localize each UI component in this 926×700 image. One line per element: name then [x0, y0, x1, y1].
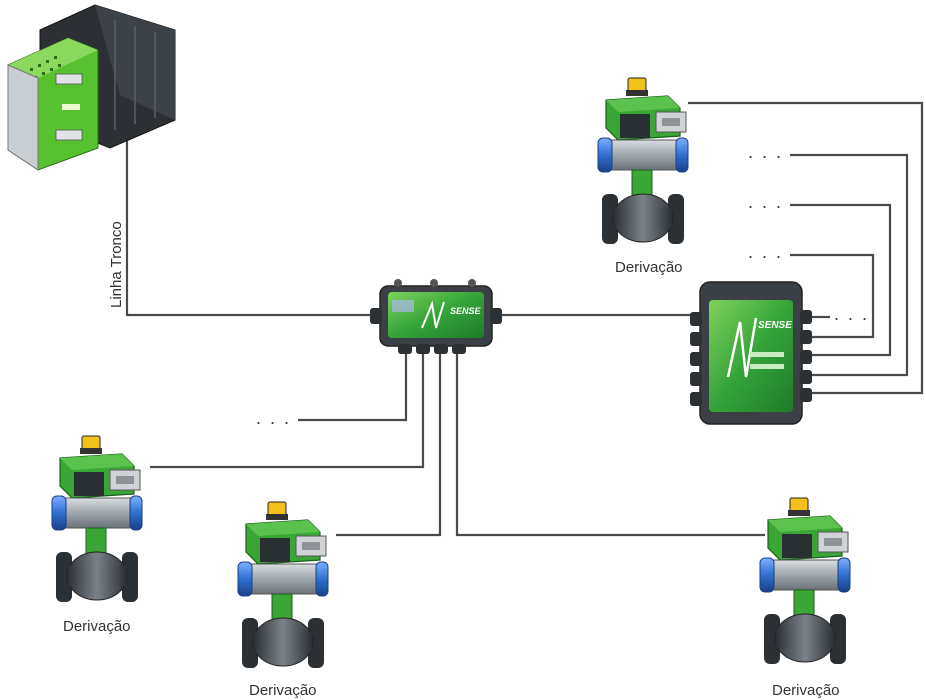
junction-box-icon: SENSE — [690, 281, 812, 425]
continuation-dots-right-1: . . . — [748, 142, 783, 162]
valve-actuator-icon — [759, 497, 851, 665]
continuation-dots-right-2: . . . — [748, 192, 783, 212]
continuation-dots-left: . . . — [256, 408, 291, 428]
valve-actuator-icon — [51, 435, 143, 603]
branch-label-bottom-left: Derivação — [63, 618, 131, 635]
power-supply-icon — [7, 4, 176, 171]
wiring — [125, 101, 924, 537]
continuation-dots-right-4: . . . — [834, 304, 869, 324]
continuation-dots-right-3: . . . — [748, 242, 783, 262]
svg-text:SENSE: SENSE — [758, 320, 792, 331]
valve-actuator-icon — [597, 77, 689, 245]
junction-box-icon — [370, 279, 502, 354]
branch-label-top-right: Derivação — [615, 259, 683, 276]
branch-label-bottom-right: Derivação — [772, 682, 840, 699]
trunk-label: Linha Tronco — [108, 221, 125, 308]
valve-actuator-icon — [237, 501, 329, 669]
branch-label-bottom-center: Derivação — [249, 682, 317, 699]
